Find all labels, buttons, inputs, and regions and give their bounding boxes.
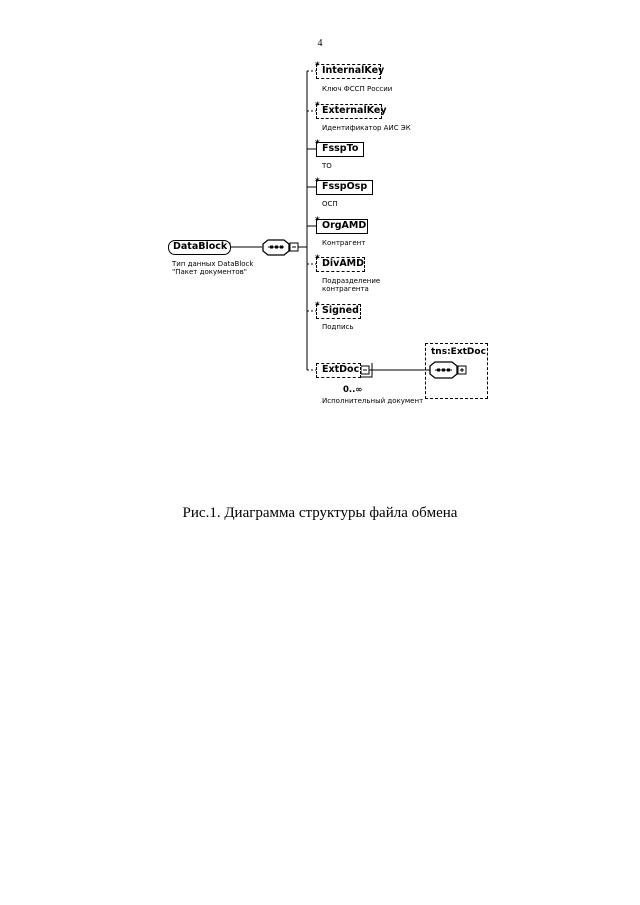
element-externalkey[interactable]: * ExternalKey: [315, 101, 387, 119]
element-label: ExtDoc: [322, 364, 360, 375]
element-description: Идентификатор АИС ЭК: [322, 124, 411, 132]
element-internalkey[interactable]: * InternalKey: [315, 61, 385, 79]
required-marker-icon: *: [315, 216, 320, 226]
page-number: 4: [317, 38, 323, 49]
element-signed[interactable]: * Signed: [315, 301, 361, 319]
element-label: DivAMD: [322, 258, 365, 269]
element-description: ТО: [322, 162, 332, 170]
element-description: ОСП: [322, 200, 338, 208]
root-type-name: "Пакет документов": [172, 268, 247, 276]
figure-caption: Рис.1. Диаграмма структуры файла обмена: [182, 505, 458, 521]
element-description: Подразделение: [322, 277, 381, 285]
optional-marker-icon: *: [315, 301, 320, 311]
complex-type-frame: [425, 343, 488, 399]
element-description: контрагента: [322, 285, 369, 293]
element-orgamd[interactable]: * OrgAMD: [315, 216, 368, 234]
element-label: InternalKey: [322, 65, 385, 76]
element-extdoc[interactable]: ExtDoc: [316, 363, 361, 378]
element-label: Signed: [322, 305, 359, 316]
element-description: Ключ ФССП России: [322, 85, 393, 93]
element-description: Подпись: [322, 323, 354, 331]
element-label: ExternalKey: [322, 105, 387, 116]
optional-marker-icon: *: [315, 101, 320, 111]
optional-marker-icon: *: [315, 61, 320, 71]
element-divamd[interactable]: * DivAMD: [315, 254, 365, 272]
root-element-datablock[interactable]: DataBlock: [168, 240, 231, 255]
element-label: OrgAMD: [322, 220, 367, 231]
element-description: Контрагент: [322, 239, 366, 247]
required-marker-icon: *: [315, 139, 320, 149]
element-label: FsspTo: [322, 143, 359, 154]
element-label: FsspOsp: [322, 181, 368, 192]
element-description: Исполнительный документ: [322, 397, 424, 405]
root-type-description: Тип данных DataBlock: [172, 260, 254, 268]
cardinality-label: 0..∞: [343, 385, 363, 395]
element-fssposp[interactable]: * FsspOsp: [315, 177, 373, 195]
required-marker-icon: *: [315, 177, 320, 187]
complex-type-label: tns:ExtDoc: [431, 347, 486, 357]
optional-marker-icon: *: [315, 254, 320, 264]
element-fsspto[interactable]: * FsspTo: [315, 139, 364, 157]
